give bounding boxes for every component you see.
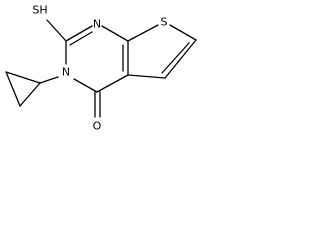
bond-c4-c4a (96, 74, 129, 93)
bond-c5-c4a (127, 74, 166, 79)
molecule-structure: SH N S N O (5, 4, 197, 133)
bond-cp-1 (5, 71, 41, 84)
bond-c6-c5-inner (161, 42, 190, 74)
bond-cp-2 (5, 71, 21, 107)
ring-s-label: S (161, 16, 168, 29)
bond-sh-c2 (46, 19, 67, 42)
bond-n1-cyclopropyl (39, 76, 59, 84)
bond-n1-c4 (73, 78, 98, 93)
thiol-label: SH (32, 4, 47, 17)
ring-n-left-label: N (62, 66, 70, 79)
bond-c7a-s (127, 24, 159, 42)
bonds (5, 19, 197, 118)
carbonyl-o-label: O (93, 120, 102, 133)
bond-c2-n3 (65, 25, 93, 42)
atom-labels: SH N S N O (32, 4, 167, 133)
bond-c6-c5 (164, 39, 197, 79)
ring-n-top-label: N (93, 18, 101, 31)
bond-c2-n3-inner (69, 31, 93, 46)
bond-s-c6 (169, 24, 197, 41)
bond-n3-c7a (101, 25, 129, 42)
bond-cp-3 (19, 82, 41, 107)
